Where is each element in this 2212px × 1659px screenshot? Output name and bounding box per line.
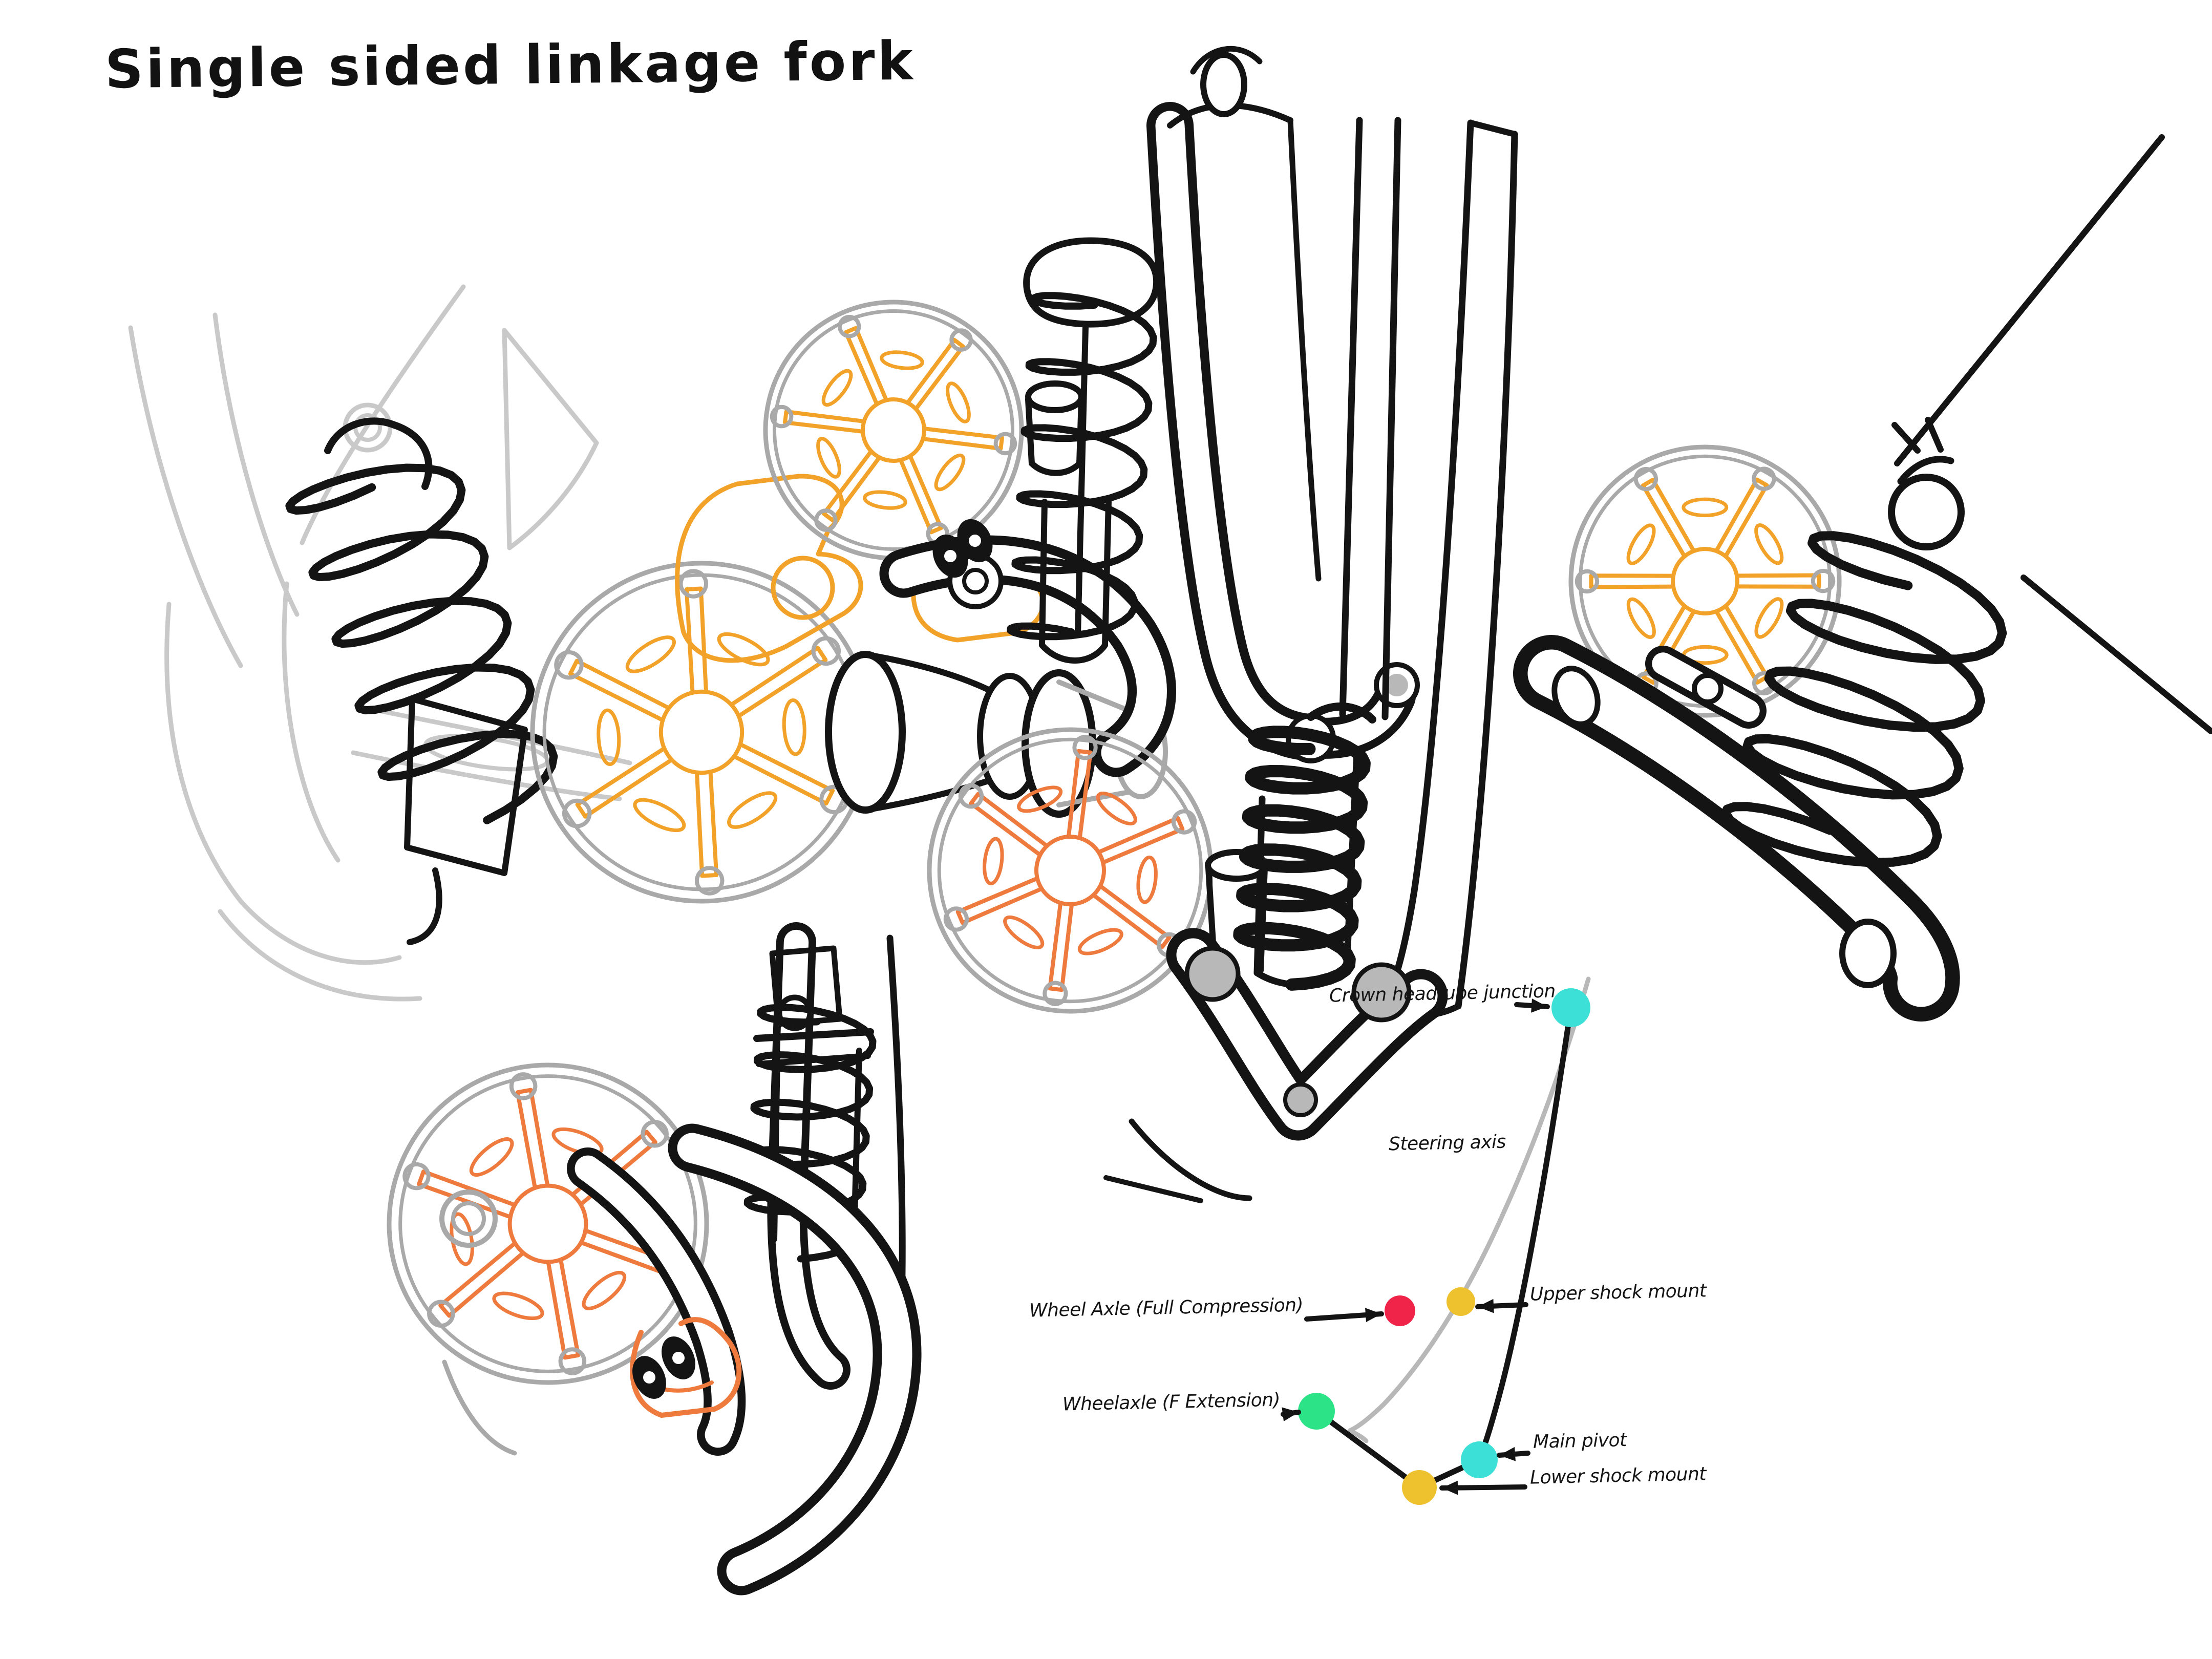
sketch-fork-side-overview [128,284,632,1002]
point-lower-shock-mount [1402,1470,1437,1505]
sketch-linkage-fork-compressed [763,46,1420,777]
label-lower-shock-mount: Lower shock mount [1529,1463,1707,1488]
diagram-pivot-points [1298,988,1590,1505]
page-title: Single sided linkage fork [104,29,916,101]
sketch-linkage-fork-rear-quarter [1513,134,2212,1022]
point-crown-headtube-junction [1551,988,1590,1027]
diagram-arrows [1281,998,1550,1495]
sketch-linkage-fork-extended [927,117,1518,1203]
label-steering-axis: Steering axis [1388,1131,1506,1155]
label-upper-shock-mount: Upper shock mount [1529,1280,1707,1305]
point-wheel-axle-full-extension [1298,1393,1335,1430]
sketch-linkage-fork-front-quarter [387,922,922,1596]
label-main-pivot: Main pivot [1533,1430,1627,1453]
point-main-pivot [1461,1441,1498,1478]
point-upper-shock-mount [1447,1287,1475,1316]
point-wheel-axle-full-compression [1385,1295,1415,1326]
